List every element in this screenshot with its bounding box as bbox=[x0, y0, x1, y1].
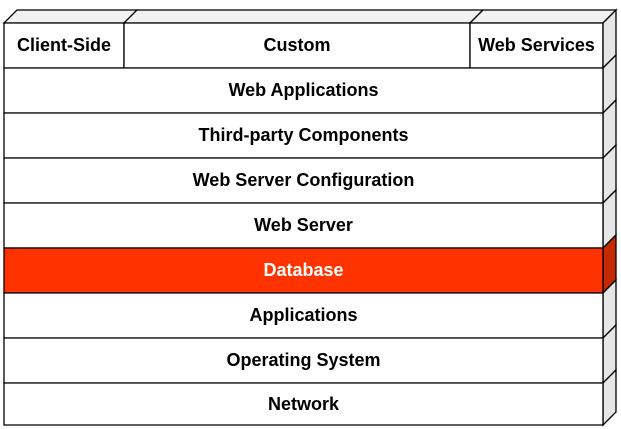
layer-third-party-components bbox=[3, 112, 604, 159]
block-custom-top bbox=[122, 9, 485, 24]
layer-applications bbox=[3, 292, 604, 339]
layer-web-server-configuration bbox=[3, 157, 604, 204]
block-client-side bbox=[3, 22, 125, 69]
layer-operating-system bbox=[3, 337, 604, 384]
block-web-services-top bbox=[468, 9, 618, 24]
layer-web-server bbox=[3, 202, 604, 249]
block-web-services bbox=[469, 22, 604, 69]
layer-web-applications bbox=[3, 67, 604, 114]
block-client-side-top bbox=[2, 9, 139, 24]
layer-network bbox=[3, 382, 604, 426]
layer-database bbox=[3, 247, 604, 294]
block-custom bbox=[123, 22, 471, 69]
